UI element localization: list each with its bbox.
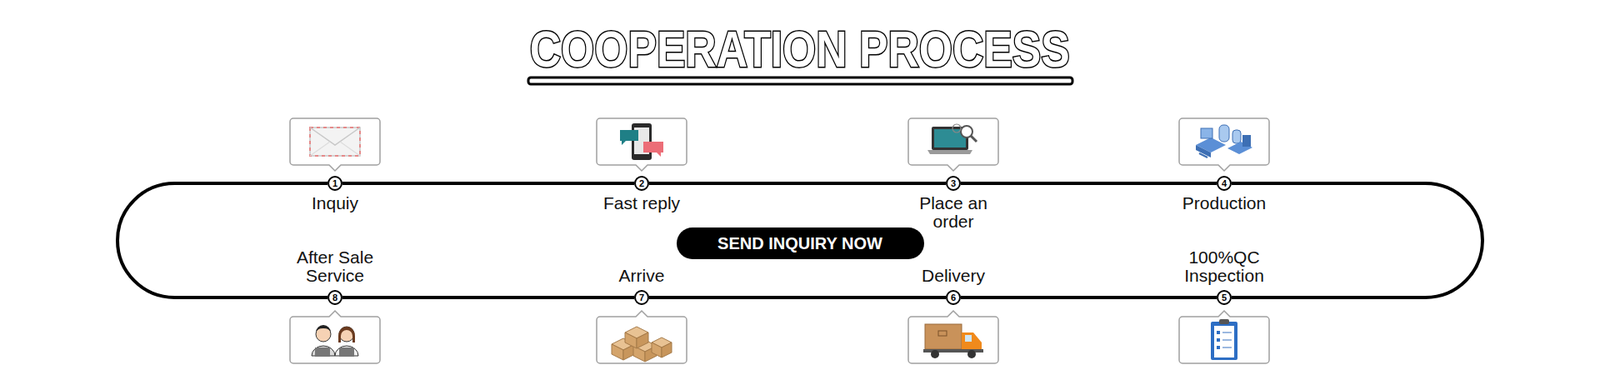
step-label: Delivery [921, 266, 985, 285]
support-people-icon [311, 325, 359, 357]
track-connector [649, 181, 946, 185]
callout-number: 5 [1218, 291, 1230, 304]
step-circle: 2Fast reply [634, 175, 650, 191]
track-connector [649, 295, 946, 300]
envelope-icon [310, 127, 360, 156]
track-connector [342, 181, 635, 185]
callout-number: 8 [329, 291, 341, 304]
step-label: 100%QC Inspection [1170, 248, 1279, 285]
checklist-icon [1210, 319, 1238, 360]
icon-bubbles [290, 118, 1270, 364]
title: COOPERATION PROCESS [530, 19, 1070, 79]
track-connector [960, 181, 1217, 185]
step-label: Arrive [619, 266, 665, 285]
callout-number: 3 [947, 177, 960, 190]
step-circle: 6Delivery [945, 290, 961, 305]
step-label: Fast reply [603, 194, 680, 213]
title-underline [528, 77, 1073, 85]
track-connector [960, 295, 1217, 300]
button-label: SEND INQUIRY NOW [717, 234, 883, 254]
step-label: Place an order [899, 194, 1008, 231]
factory-icon [1195, 125, 1253, 158]
callout-number: 1 [329, 177, 341, 190]
callout-number: 4 [1218, 177, 1230, 190]
callout-number: 6 [947, 291, 960, 304]
step-circle: 3Place an order [945, 175, 961, 191]
step-circle: 4Production [1216, 175, 1232, 191]
track-connector [342, 295, 635, 300]
step-circle: 7Arrive [634, 290, 650, 305]
step-circle: 1Inquiy [327, 175, 343, 191]
track-connector [117, 183, 328, 298]
callout-number: 2 [635, 177, 648, 190]
step-label: After Sale Service [280, 248, 390, 285]
laptop-icon [927, 124, 977, 155]
step-label: Production [1182, 194, 1266, 213]
track-connector [1231, 183, 1483, 298]
step-circle: 8After Sale Service [327, 290, 343, 305]
inquiry-button: SEND INQUIRY NOW [676, 227, 925, 260]
phone-chat-icon [620, 123, 664, 160]
truck-icon [923, 324, 984, 359]
step-label: Inquiy [311, 194, 359, 213]
step-circle: 5100%QC Inspection [1216, 290, 1232, 305]
callout-number: 7 [635, 291, 648, 304]
boxes-icon [611, 326, 672, 362]
